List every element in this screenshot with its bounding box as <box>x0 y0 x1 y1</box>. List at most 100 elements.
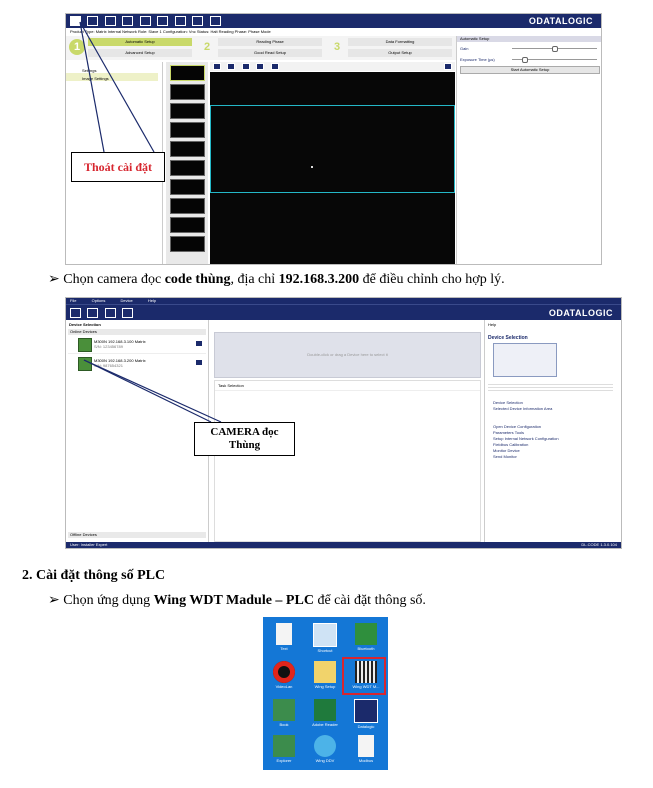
book-icon <box>273 699 295 721</box>
desktop-icon-adobe-reader[interactable]: Adobe Reader <box>308 699 342 739</box>
home-icon[interactable] <box>70 16 81 26</box>
exposure-slider[interactable] <box>512 57 597 63</box>
automatic-setup-panel: Automatic Setup Gain Exposure Time (µs) … <box>456 36 601 264</box>
play-icon[interactable] <box>444 63 452 70</box>
menu-options[interactable]: Options <box>91 298 106 303</box>
desktop-icon-wing-ddv[interactable]: Wing DDV <box>308 735 342 770</box>
desktop-icon-book[interactable]: Book <box>267 699 301 739</box>
thumbnail[interactable] <box>170 160 205 176</box>
bullet-select-camera: ➢ Chọn camera đọc code thùng, địa chỉ 19… <box>48 272 505 287</box>
task-selection-title: Task Selection <box>215 381 480 391</box>
task-link[interactable]: Open Device Configuration <box>493 424 542 429</box>
thumbnail[interactable] <box>170 217 205 233</box>
step-bottom-label[interactable]: Good Read Setup <box>218 49 322 57</box>
grid-icon[interactable] <box>192 16 204 26</box>
step-bottom-label[interactable]: Advanced Setup <box>88 49 192 57</box>
thumbnail[interactable] <box>170 198 205 214</box>
step-bottom-label[interactable]: Output Setup <box>348 49 452 57</box>
thumbnail[interactable] <box>170 236 205 252</box>
task-link[interactable]: Parameters Tools <box>493 430 525 435</box>
device-item[interactable]: M300N 192.168.3.200 Matrix S/N: 98765432… <box>68 356 206 372</box>
help-icon[interactable] <box>122 308 134 318</box>
device-action-icon[interactable] <box>196 341 202 346</box>
fit-icon[interactable] <box>241 63 250 70</box>
save-icon[interactable] <box>104 16 116 26</box>
step-number: 3 <box>333 41 341 53</box>
help-link[interactable]: Device Selection <box>493 400 523 405</box>
step-2[interactable]: 2 Reading Phase Good Read Setup <box>196 36 326 60</box>
tree-item-image-settings[interactable]: Image Settings <box>66 73 158 81</box>
menu-file[interactable]: File <box>70 298 77 303</box>
step-number: 2 <box>203 41 211 53</box>
thumbnail[interactable] <box>170 103 205 119</box>
help-heading: Device Selection <box>488 335 528 341</box>
gain-slider[interactable] <box>512 46 597 52</box>
task-link[interactable]: Monitor Device <box>493 448 520 453</box>
panel-title: Automatic Setup <box>457 36 601 42</box>
region-of-interest[interactable] <box>210 105 455 193</box>
open-icon[interactable] <box>70 308 81 318</box>
device-drop-zone[interactable]: Double-click or drag a Device here to se… <box>214 332 481 378</box>
roi-icon[interactable] <box>256 63 265 70</box>
offline-devices-header[interactable]: Offline Devices <box>68 532 206 538</box>
document-icon <box>276 623 292 645</box>
capture-icon[interactable] <box>270 63 279 70</box>
image-thumbnails <box>166 62 208 264</box>
desktop-icon-explorer[interactable]: Explorer <box>267 735 301 770</box>
panel-title: Device Selection <box>69 322 101 327</box>
datalogic-icon <box>354 699 378 723</box>
device-icon[interactable] <box>122 16 134 26</box>
app-icon <box>273 735 295 757</box>
step-top-label[interactable]: Data Formatting <box>348 38 452 46</box>
camera-icon[interactable] <box>157 16 169 26</box>
help-link[interactable]: Selected Device Information Area <box>493 406 553 411</box>
exit-settings-callout: Thoát cài đặt <box>71 152 165 182</box>
globe-icon <box>314 735 336 757</box>
thumbnail[interactable] <box>170 122 205 138</box>
callout-line1: CAMERA đọc <box>210 426 279 438</box>
device-icon[interactable] <box>104 308 116 318</box>
desktop-icon-wing-setup[interactable]: Wing Setup <box>308 661 342 701</box>
menu-device[interactable]: Device <box>120 298 133 303</box>
help-icon[interactable] <box>209 16 221 26</box>
thumbnail[interactable] <box>170 65 205 81</box>
desktop-icon-videolan[interactable]: VideoLan <box>267 661 301 701</box>
menu-help[interactable]: Help <box>147 298 157 303</box>
help-lines <box>488 382 613 392</box>
start-automatic-setup-button[interactable]: Start Automatic Setup <box>460 66 600 74</box>
desktop-icon-shortcut[interactable]: Shortcut <box>308 623 342 663</box>
task-link[interactable]: Setup Internal Network Configuration <box>493 436 559 441</box>
monitor-icon[interactable] <box>139 16 151 26</box>
device-action-icon[interactable] <box>196 360 202 365</box>
thumbnail[interactable] <box>170 84 205 100</box>
device-selection-panel: Device Selection Online Devices M300N 19… <box>66 320 209 542</box>
open-icon[interactable] <box>87 16 99 26</box>
device-item[interactable]: M300N 192.168.3.100 Matrix S/N: 12345678… <box>68 337 206 354</box>
zoom-in-icon[interactable] <box>213 63 221 70</box>
step-top-label[interactable]: Automatic Setup <box>88 38 192 46</box>
desktop-icon-bluetooth[interactable]: Bluetooth <box>349 623 383 663</box>
toolbar: ODATALOGIC <box>66 14 601 28</box>
step-bar: 1 Automatic Setup Advanced Setup 2 Readi… <box>66 36 456 60</box>
zoom-out-icon[interactable] <box>227 63 236 70</box>
desktop-icon-datalogic[interactable]: Datalogic <box>349 699 383 739</box>
task-selection-panel: Task Selection <box>214 380 481 542</box>
settings-icon[interactable] <box>174 16 186 26</box>
qr-code-icon <box>355 661 377 683</box>
thumbnail[interactable] <box>170 179 205 195</box>
task-link[interactable]: Fieldbus Calibration <box>493 442 529 447</box>
thumbnail[interactable] <box>170 141 205 157</box>
step-3[interactable]: 3 Data Formatting Output Setup <box>326 36 456 60</box>
desktop-icon-text[interactable]: Text <box>267 623 301 663</box>
desktop-icon-wing-wdt-module[interactable]: Wing WDT M... <box>349 661 383 701</box>
toolbar: ODATALOGIC <box>66 304 621 320</box>
save-icon[interactable] <box>87 308 99 318</box>
desktop-icon-modbus[interactable]: Modbus <box>349 735 383 770</box>
camera-image-view[interactable] <box>210 72 455 264</box>
step-top-label[interactable]: Reading Phase <box>218 38 322 46</box>
step-1[interactable]: 1 Automatic Setup Advanced Setup <box>66 36 196 60</box>
datalogic-logo: ODATALOGIC <box>548 308 613 318</box>
online-devices-header[interactable]: Online Devices <box>68 329 206 335</box>
task-link[interactable]: Send Monitor <box>493 454 517 459</box>
status-user: User: Installer Expert <box>70 542 108 547</box>
